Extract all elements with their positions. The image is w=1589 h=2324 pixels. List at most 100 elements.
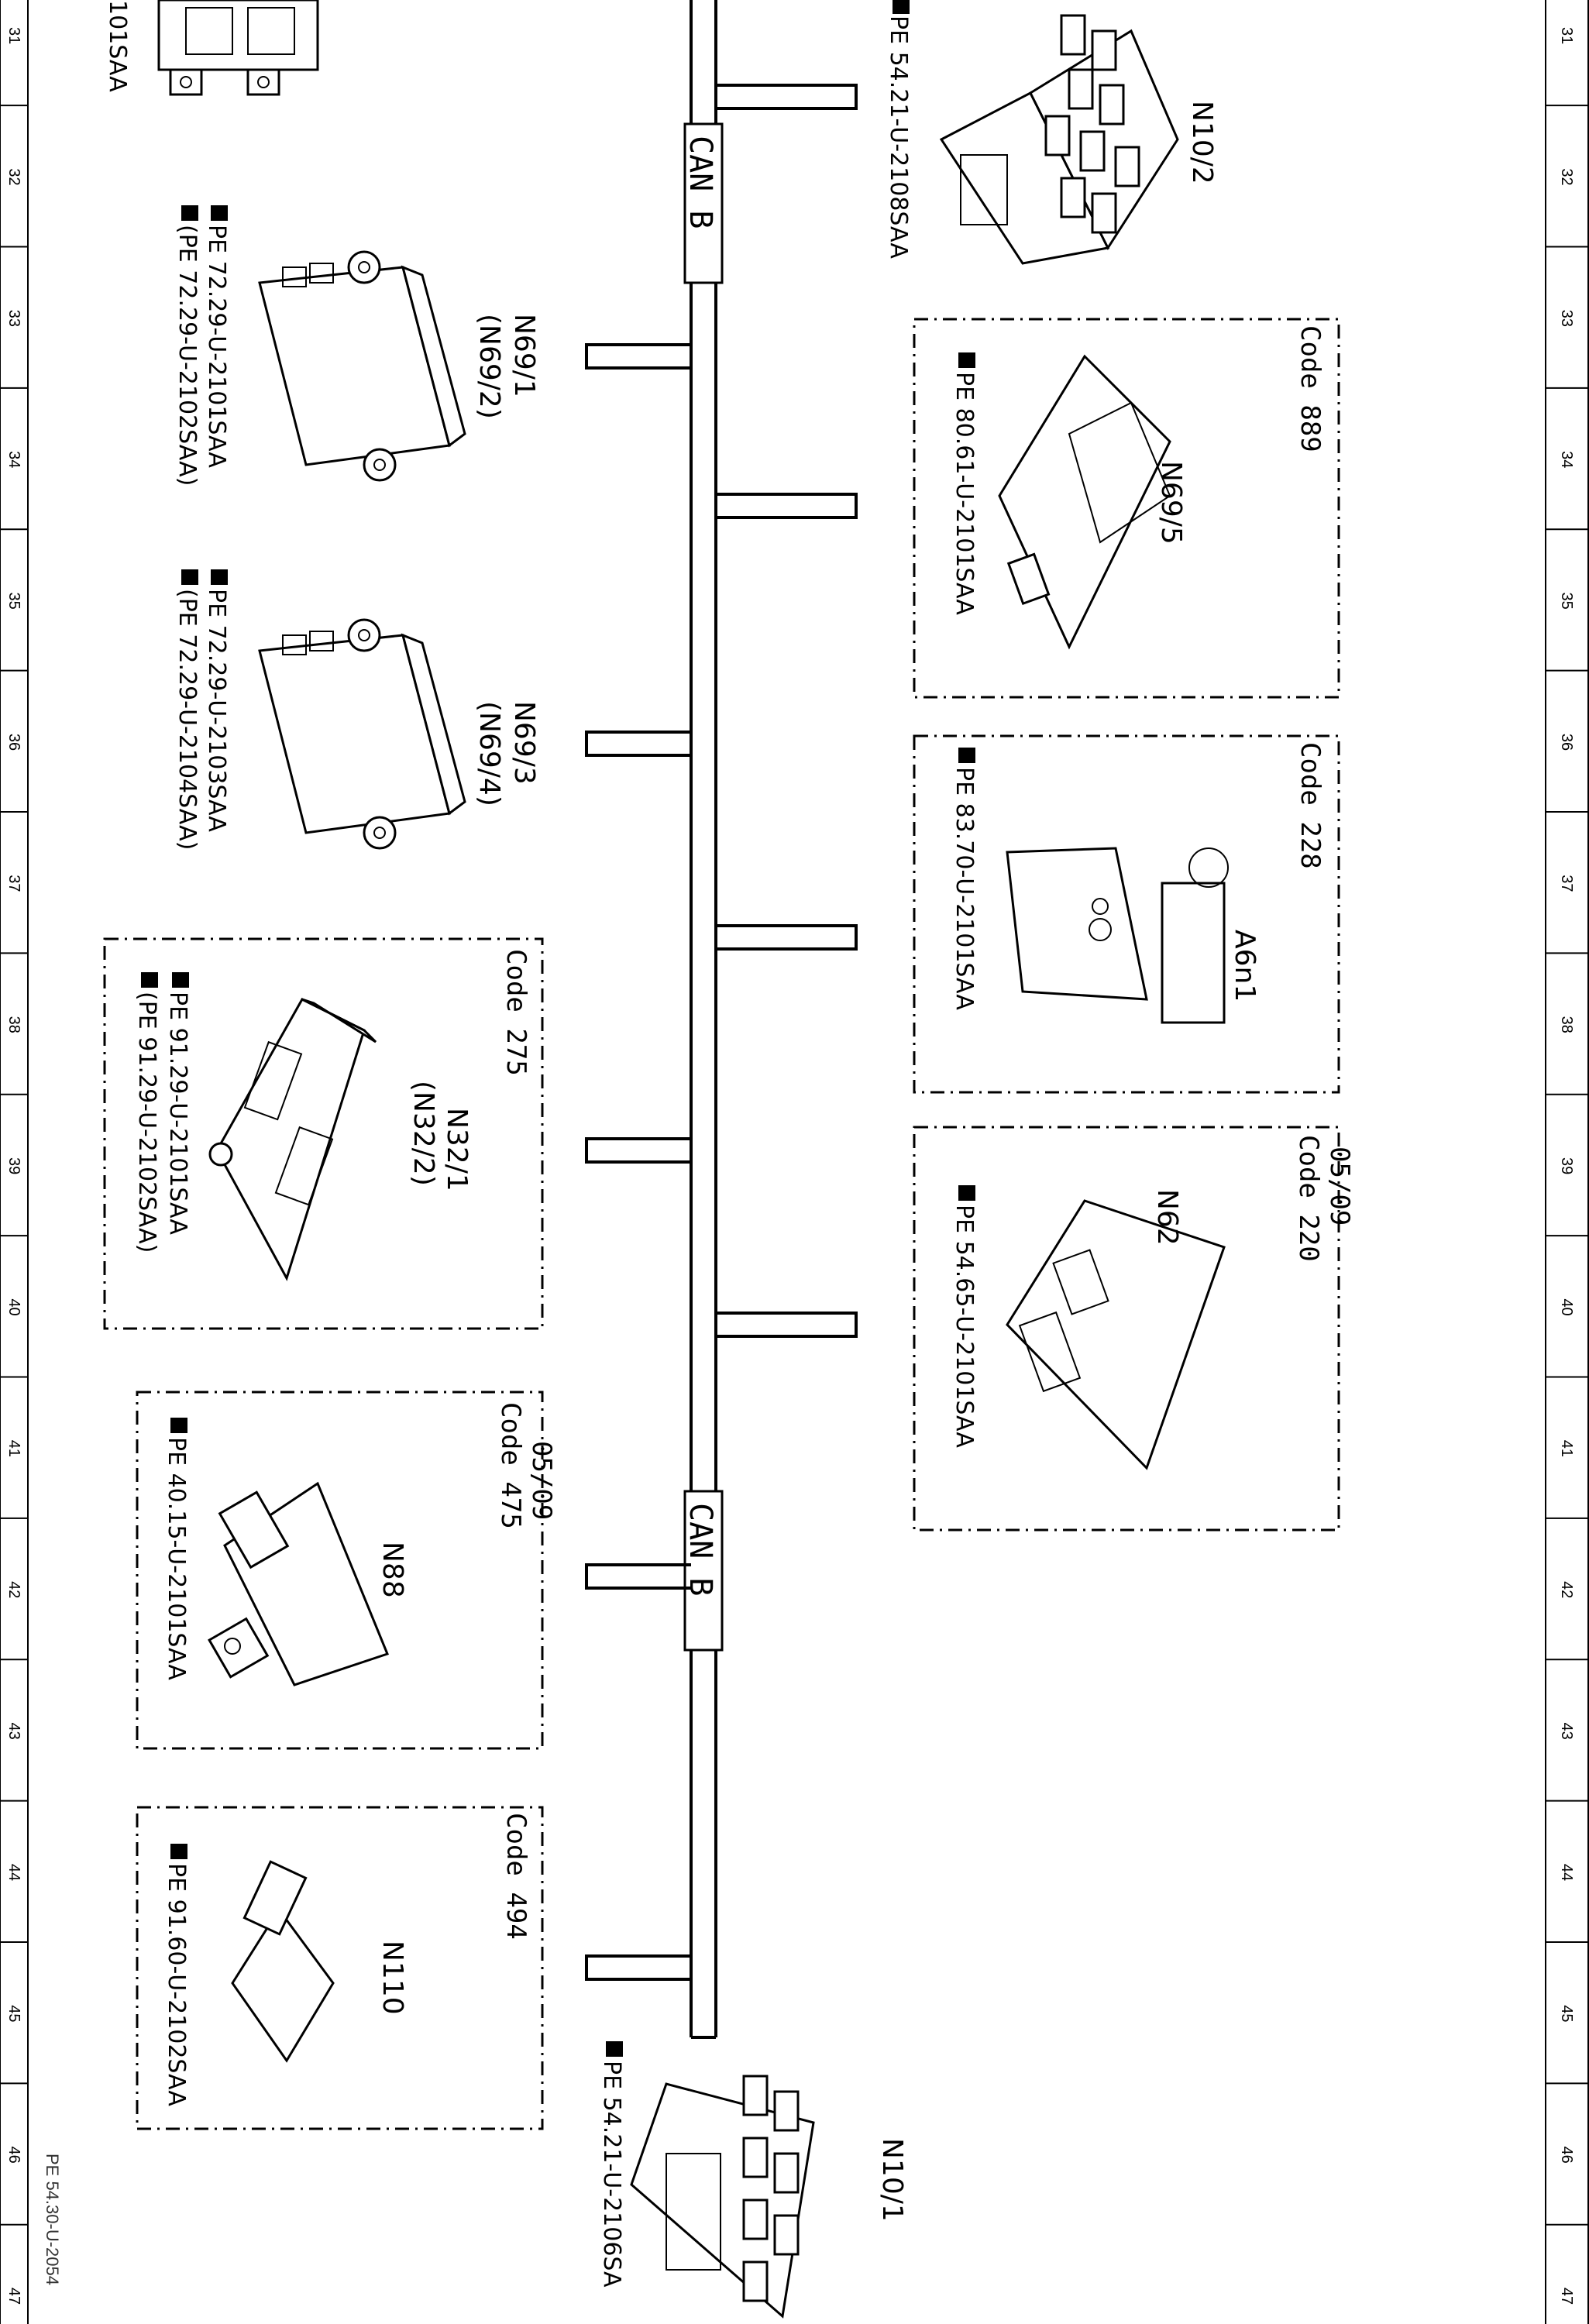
can-b-label-upper: CAN B [683, 122, 724, 284]
hand-pointer-icon [181, 205, 198, 221]
n69-3-label: N69/3 [508, 701, 540, 785]
right-ruler-number: 41 [1558, 1440, 1575, 1457]
n10-2-ref: PE 54.21-U-2108SAA [885, 15, 912, 259]
option-box-code-275 [103, 937, 544, 1330]
bus-branches-right [716, 84, 858, 1338]
code-889-label: Code 889 [1295, 325, 1326, 452]
n69-3-ref: PE 72.29-U-2103SAA [203, 589, 230, 832]
right-ruler-number: 43 [1558, 1722, 1575, 1739]
n69-1-label: N69/1 [508, 314, 540, 397]
n69-3-illustration [258, 618, 466, 850]
footer-reference: PE 54.30-U-2054 [43, 2154, 62, 2285]
option-box-code-475 [136, 1391, 544, 1750]
n110-ref: PE 91.60-U-2102SAA [163, 1863, 190, 2106]
code-228-label: Code 228 [1295, 742, 1326, 869]
left-ruler-number: 36 [5, 734, 22, 751]
right-ruler-number: 45 [1558, 2005, 1575, 2022]
left-ruler-number: 37 [5, 875, 22, 892]
a6n1-label: A6n1 [1229, 930, 1261, 1002]
can-bus-trunk [690, 0, 717, 2039]
n62-date-label: 05/09 [1324, 1147, 1355, 1226]
hand-pointer-icon [958, 1185, 975, 1201]
left-ruler-number: 39 [5, 1157, 22, 1174]
code-220-label: Code 220 [1293, 1135, 1324, 1262]
n62-ref: PE 54.65-U-2101SAA [951, 1205, 978, 1448]
bus-branches-left [585, 343, 691, 1981]
left-ruler-number: 45 [5, 2005, 22, 2022]
connector-partial-top-left [157, 0, 319, 96]
n32-2-ref: (PE 91.29-U-2102SAA) [133, 992, 160, 1253]
right-ruler-number: 32 [1558, 168, 1575, 185]
reference-pointer-icons [141, 0, 975, 2057]
left-ruler-number: 40 [5, 1298, 22, 1315]
n69-1-ref: PE 72.29-U-2101SAA [203, 225, 230, 468]
code-475-label: Code 475 [495, 1402, 526, 1529]
can-b-text-lower: CAN B [683, 1503, 718, 1596]
right-ruler-number: 46 [1558, 2147, 1575, 2164]
option-box-code-494 [136, 1806, 544, 2130]
left-ruler-number: 42 [5, 1581, 22, 1598]
n69-5-label: N69/5 [1155, 461, 1187, 545]
hand-pointer-icon [606, 2041, 623, 2057]
right-ruler-number: 40 [1558, 1298, 1575, 1315]
hand-pointer-icon [893, 0, 910, 14]
n10-1-label: N10/1 [876, 2138, 908, 2222]
can-b-text-upper: CAN B [683, 136, 718, 229]
n69-4-ref: (PE 72.29-U-2104SAA) [174, 589, 201, 850]
right-ruler-number: 35 [1558, 592, 1575, 609]
right-ruler-number: 36 [1558, 734, 1575, 751]
n62-illustration [1006, 1199, 1226, 1470]
left-ruler-number: 46 [5, 2147, 22, 2164]
option-box-code-220 [913, 1126, 1340, 1532]
left-ruler-number: 38 [5, 1016, 22, 1033]
left-ruler-number: 41 [5, 1440, 22, 1457]
hand-pointer-icon [141, 972, 158, 988]
ref-top-left: 101SAA [104, 0, 131, 92]
n32-1-label: N32/1 [441, 1108, 473, 1191]
right-ruler-number: 38 [1558, 1016, 1575, 1033]
left-ruler-number: 44 [5, 1864, 22, 1881]
n10-2-label: N10/2 [1186, 101, 1218, 184]
left-ruler-number: 32 [5, 168, 22, 185]
hand-pointer-icon [958, 748, 975, 763]
right-ruler-number: 39 [1558, 1157, 1575, 1174]
a6n1-illustration [1006, 847, 1229, 1024]
n69-1-illustration [258, 250, 466, 482]
right-ruler-number: 33 [1558, 310, 1575, 327]
code-494-label: Code 494 [500, 1813, 531, 1940]
hand-pointer-icon [211, 205, 228, 221]
left-ruler-number: 34 [5, 451, 22, 468]
right-ruler-number: 37 [1558, 875, 1575, 892]
a6n1-ref: PE 83.70-U-2101SAA [951, 767, 978, 1010]
n88-illustration [208, 1481, 389, 1686]
n69-2-label: (N69/2) [473, 314, 505, 419]
hand-pointer-icon [211, 569, 228, 585]
right-ruler-number: 47 [1558, 2288, 1575, 2305]
right-ruler-number: 31 [1558, 27, 1575, 44]
hand-pointer-icon [170, 1418, 187, 1433]
n10-1-illustration [630, 2075, 815, 2319]
hand-pointer-icon [170, 1844, 187, 1859]
n69-2-ref: (PE 72.29-U-2102SAA) [174, 225, 201, 486]
n32-1-ref: PE 91.29-U-2101SAA [164, 992, 191, 1235]
n32-2-label: (N32/2) [408, 1081, 439, 1186]
n88-date-label: 05/09 [526, 1441, 557, 1520]
left-ruler-number: 35 [5, 592, 22, 609]
hand-pointer-icon [958, 352, 975, 368]
hand-pointer-icon [181, 569, 198, 585]
right-ruler-number: 44 [1558, 1864, 1575, 1881]
n88-ref: PE 40.15-U-2101SAA [163, 1437, 190, 1680]
option-box-code-228 [913, 734, 1340, 1094]
n69-5-illustration [998, 354, 1171, 650]
n62-label: N62 [1151, 1189, 1183, 1246]
right-ruler-number: 42 [1558, 1581, 1575, 1598]
left-ruler-number: 33 [5, 310, 22, 327]
n110-illustration [231, 1860, 335, 2063]
can-b-label-lower: CAN B [683, 1490, 724, 1652]
n10-1-ref: PE 54.21-U-2106SA [598, 2061, 625, 2288]
n110-label: N110 [377, 1941, 408, 2015]
left-ruler-number: 47 [5, 2288, 22, 2305]
